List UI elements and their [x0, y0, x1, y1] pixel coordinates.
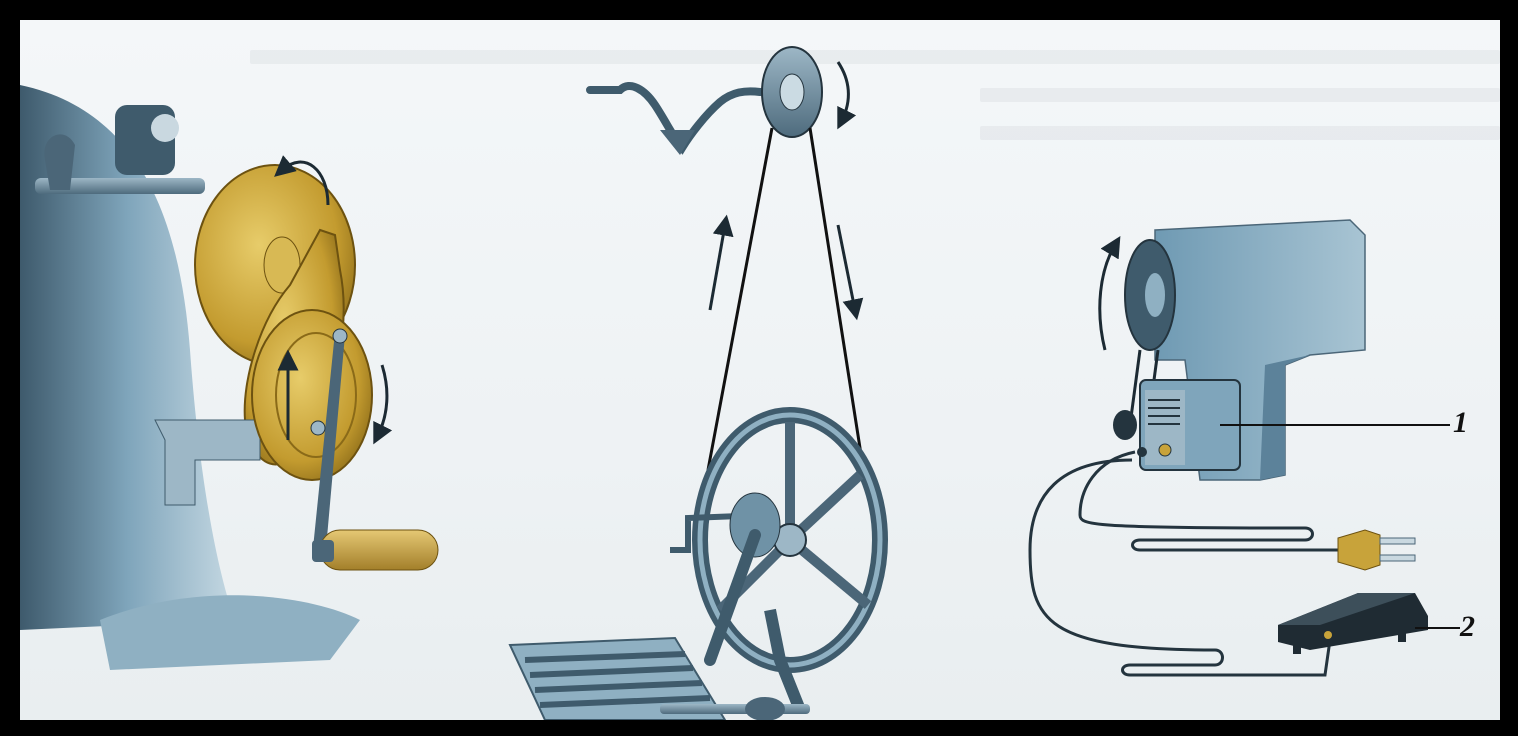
foot-pedal [1278, 593, 1428, 654]
callout-label-pedal: 2 [1460, 610, 1475, 643]
power-cord [1078, 450, 1340, 552]
motor-belt [1128, 349, 1142, 426]
drive-belt-right [808, 127, 867, 481]
top-bracket-hole [151, 114, 179, 142]
pitman-rod [704, 529, 761, 666]
electric-drive-group [1028, 219, 1460, 677]
flywheel-crank [670, 512, 766, 553]
machine-base [100, 595, 360, 670]
background-ghost-text [980, 126, 1500, 140]
belt-down-arrow [836, 224, 864, 321]
figure-panel: 1 2 [20, 20, 1500, 720]
background-ghost-text [980, 88, 1500, 102]
upper-pulley-hub [779, 73, 805, 111]
thumb-lever [44, 134, 75, 190]
electric-handwheel-hub [1145, 273, 1165, 317]
crank-arm [312, 332, 345, 560]
electric-machine-face [1260, 355, 1310, 480]
callout-label-motor: 1 [1453, 406, 1468, 439]
pedal-cord [1028, 458, 1332, 677]
upper-shaft-foot [660, 130, 695, 155]
crank-handle [319, 529, 439, 571]
motor-pulley [1113, 410, 1137, 440]
treadle-drive-group [508, 46, 888, 720]
crank-disc-inner [275, 332, 357, 458]
crank-handle-neck [312, 540, 334, 562]
mount-bracket [154, 419, 261, 506]
upper-pulley-arrow [836, 61, 857, 130]
motor-screw [1158, 443, 1172, 457]
background-ghost-text [250, 50, 1500, 64]
treadle-axle-end [745, 697, 785, 720]
crank-arm-pivot [332, 328, 348, 344]
treadle-plate [508, 636, 727, 720]
power-plug [1337, 529, 1416, 571]
handwheel-rotation-arrow [274, 155, 330, 206]
electric-rotation-arrow [1098, 235, 1121, 351]
motor-knob [1137, 447, 1147, 457]
crank-down-arrow [373, 364, 393, 445]
treadle-axle [660, 704, 810, 714]
hand-drive-group [20, 85, 439, 670]
treadle-frame [764, 608, 806, 713]
crank-disc [251, 309, 373, 481]
flywheel-crank-plate [729, 492, 781, 558]
crank-arm-pivot [310, 420, 326, 436]
drive-diagram [20, 46, 1460, 720]
motor-vent-grille [1148, 399, 1180, 425]
drive-belt-left [706, 127, 774, 471]
flywheel-rim-highlight [697, 412, 883, 668]
horizontal-shaft [35, 178, 205, 194]
belt-up-arrow [708, 214, 734, 311]
